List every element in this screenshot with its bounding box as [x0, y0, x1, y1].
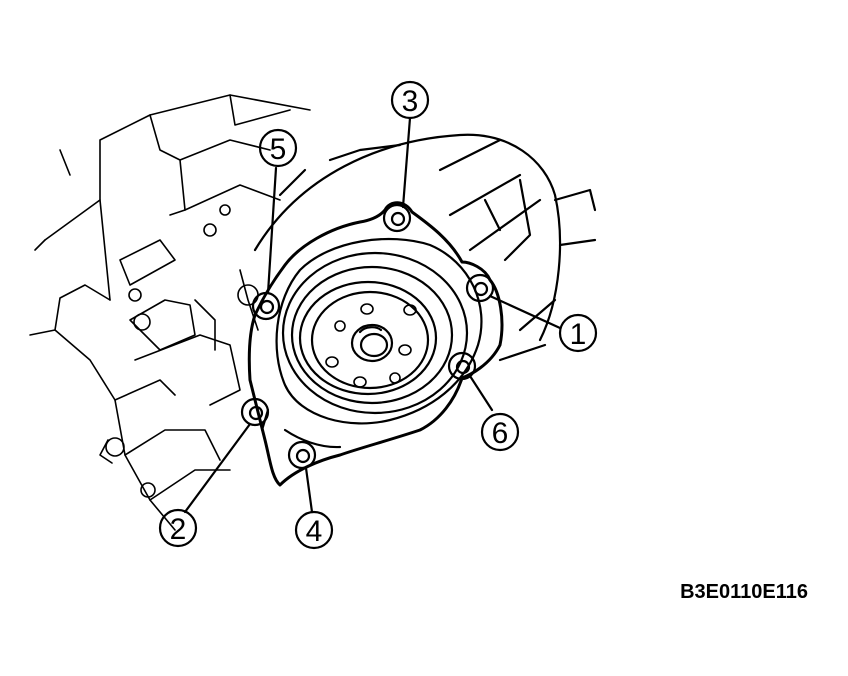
- callout-5-label: 5: [270, 133, 287, 166]
- callout-6: 6: [480, 412, 520, 452]
- callout-3: 3: [390, 80, 430, 120]
- oil-seal: [281, 251, 469, 415]
- bolt-6-head: [447, 351, 477, 381]
- leader-lines: [183, 116, 562, 514]
- bolt-4-head: [287, 440, 317, 470]
- crankshaft-flange: [310, 290, 430, 390]
- figure-code: B3E0110E116: [680, 581, 808, 603]
- bolt-3-head: [382, 203, 412, 233]
- callout-1-label: 1: [570, 318, 587, 351]
- bolts: [237, 203, 495, 470]
- bolt-1-head: [465, 273, 495, 303]
- drive-plate: [253, 133, 597, 362]
- callout-4-label: 4: [306, 515, 323, 548]
- callout-2: 2: [158, 508, 198, 548]
- engine-block: [29, 94, 311, 531]
- callout-1: 1: [558, 313, 598, 353]
- bolt-2-head: [240, 397, 270, 427]
- bolt-5-head: [251, 291, 281, 321]
- seal-housing-inner-rim: [260, 237, 483, 449]
- seal-housing: [247, 201, 504, 487]
- callout-5: 5: [258, 128, 298, 168]
- callout-6-label: 6: [492, 417, 509, 450]
- callout-3-label: 3: [402, 85, 419, 118]
- callout-4: 4: [294, 510, 334, 550]
- callout-2-label: 2: [170, 513, 187, 546]
- flange-bolt-holes: [325, 303, 417, 388]
